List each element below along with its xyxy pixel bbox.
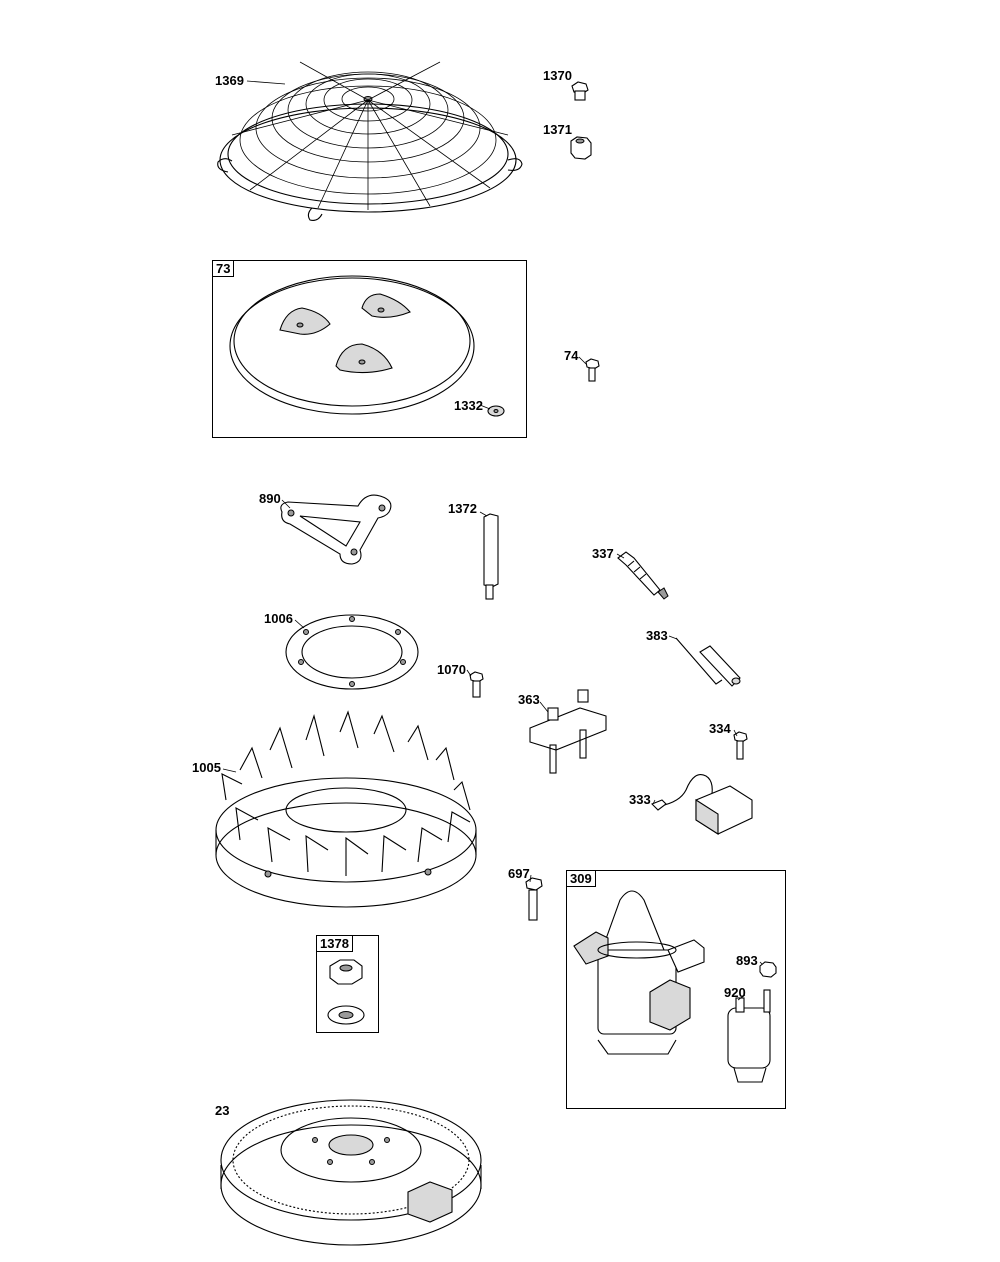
callout-1371[interactable]: 1371	[543, 122, 572, 137]
callout-74[interactable]: 74	[564, 348, 579, 363]
part-23-flywheel[interactable]	[220, 1099, 482, 1246]
part-333-armature[interactable]	[651, 774, 753, 836]
callout-1006[interactable]: 1006	[264, 611, 293, 626]
callout-920[interactable]: 920	[724, 985, 746, 1000]
callout-363[interactable]: 363	[518, 692, 540, 707]
part-363-mounting-bracket[interactable]	[529, 689, 607, 774]
callout-333[interactable]: 333	[629, 792, 651, 807]
part-1332-washer[interactable]	[487, 405, 505, 417]
part-334-screw[interactable]	[733, 731, 748, 760]
callout-337[interactable]: 337	[592, 546, 614, 561]
callout-1378[interactable]: 1378	[316, 935, 353, 952]
callout-73[interactable]: 73	[212, 260, 235, 277]
part-309-starter-motor[interactable]	[573, 890, 705, 1055]
frame-309	[566, 870, 786, 1109]
part-337-spark-plug[interactable]	[617, 551, 669, 600]
part-1006-spacer-ring[interactable]	[285, 614, 419, 690]
frame-73	[212, 260, 527, 438]
callout-890[interactable]: 890	[259, 491, 281, 506]
part-1378-nut-washer[interactable]	[327, 959, 365, 1025]
callout-1370[interactable]: 1370	[543, 68, 572, 83]
leader-lines	[222, 80, 763, 1001]
part-890-bracket[interactable]	[280, 494, 392, 565]
callout-383[interactable]: 383	[646, 628, 668, 643]
part-1371-spacer[interactable]	[570, 136, 592, 160]
callout-1332[interactable]: 1332	[454, 398, 483, 413]
callout-309[interactable]: 309	[566, 870, 596, 887]
callout-893[interactable]: 893	[736, 953, 758, 968]
part-1070-screw[interactable]	[469, 671, 484, 698]
part-1370-bolt[interactable]	[571, 81, 589, 101]
part-73-cover-plate[interactable]	[229, 275, 475, 415]
part-1372-stud[interactable]	[483, 513, 499, 600]
part-74-screw[interactable]	[585, 358, 600, 382]
callout-1070[interactable]: 1070	[437, 662, 466, 677]
part-920-solenoid[interactable]	[727, 989, 771, 1083]
callout-1005[interactable]: 1005	[192, 760, 221, 775]
part-893-nut[interactable]	[759, 961, 777, 978]
callout-1372[interactable]: 1372	[448, 501, 477, 516]
part-383-ground-wire[interactable]	[675, 637, 741, 687]
part-1005-fan[interactable]	[215, 710, 477, 908]
callout-334[interactable]: 334	[709, 721, 731, 736]
part-1369-grass-screen[interactable]	[217, 61, 523, 221]
part-697-bolt[interactable]	[525, 877, 543, 921]
callout-697[interactable]: 697	[508, 866, 530, 881]
callout-1369[interactable]: 1369	[215, 73, 244, 88]
callout-23[interactable]: 23	[215, 1103, 230, 1118]
